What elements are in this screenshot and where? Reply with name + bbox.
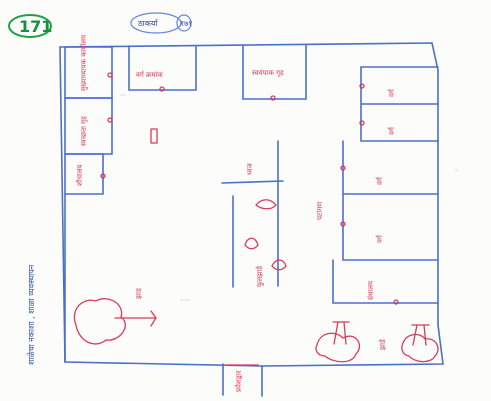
stamp-number: १७१ [180,19,192,28]
top-middle-room: वर्ग क्रमांक [128,45,197,92]
tree-label: झाड [135,288,143,299]
page-number-text: 171 [19,17,52,36]
right-room-label-5: ग्रंथालय [367,280,375,300]
left-tree: झाड [73,288,157,345]
right-rooms: वर्ग वर्ग वर्ग वर्ग ग्रंथालय [332,66,439,305]
left-small-room-label: शौचालय [75,163,84,186]
school-boundary [59,42,444,397]
right-room-label-1: वर्ग [387,88,396,97]
right-room-label-2: वर्ग [387,126,396,135]
school-stamp: ठाकर्या १७१ [130,12,192,34]
bottom-right-tree-label: झाडे [378,339,387,350]
top-left-room-label-1: मुख्याध्यापक कार्यालय [79,34,88,91]
right-room-label-3: वर्ग [375,176,384,185]
stamp-text: ठाकर्या [138,18,159,28]
top-right-room-label: स्वयंपाक गृह [252,69,284,77]
scan-marks [120,94,458,301]
top-middle-room-label: वर्ग क्रमांक [136,70,163,79]
left-rotated-title: शाळेचा नकाशा , शाळा व्यवस्थापन [26,264,36,365]
center-label: पटांगण [316,201,324,220]
top-left-room-label-2: स्वच्छता गृह [80,116,88,146]
flag-label: ध्वज [246,162,254,175]
gate: प्रवेशद्वार [225,364,259,392]
top-left-rooms: मुख्याध्यापक कार्यालय स्वच्छता गृह शौचाल… [64,34,113,195]
center-features: ध्वज पटांगण फुलझाडे [150,128,324,288]
right-room-label-4: वर्ग [375,234,384,243]
bottom-right-trees: झाडे [315,321,439,363]
gate-label: प्रवेशद्वार [234,371,243,392]
plants-label: फुलझाडे [255,266,264,287]
page-number-badge: 171 [8,14,52,38]
top-right-room: स्वयंपाक गृह [242,44,307,101]
